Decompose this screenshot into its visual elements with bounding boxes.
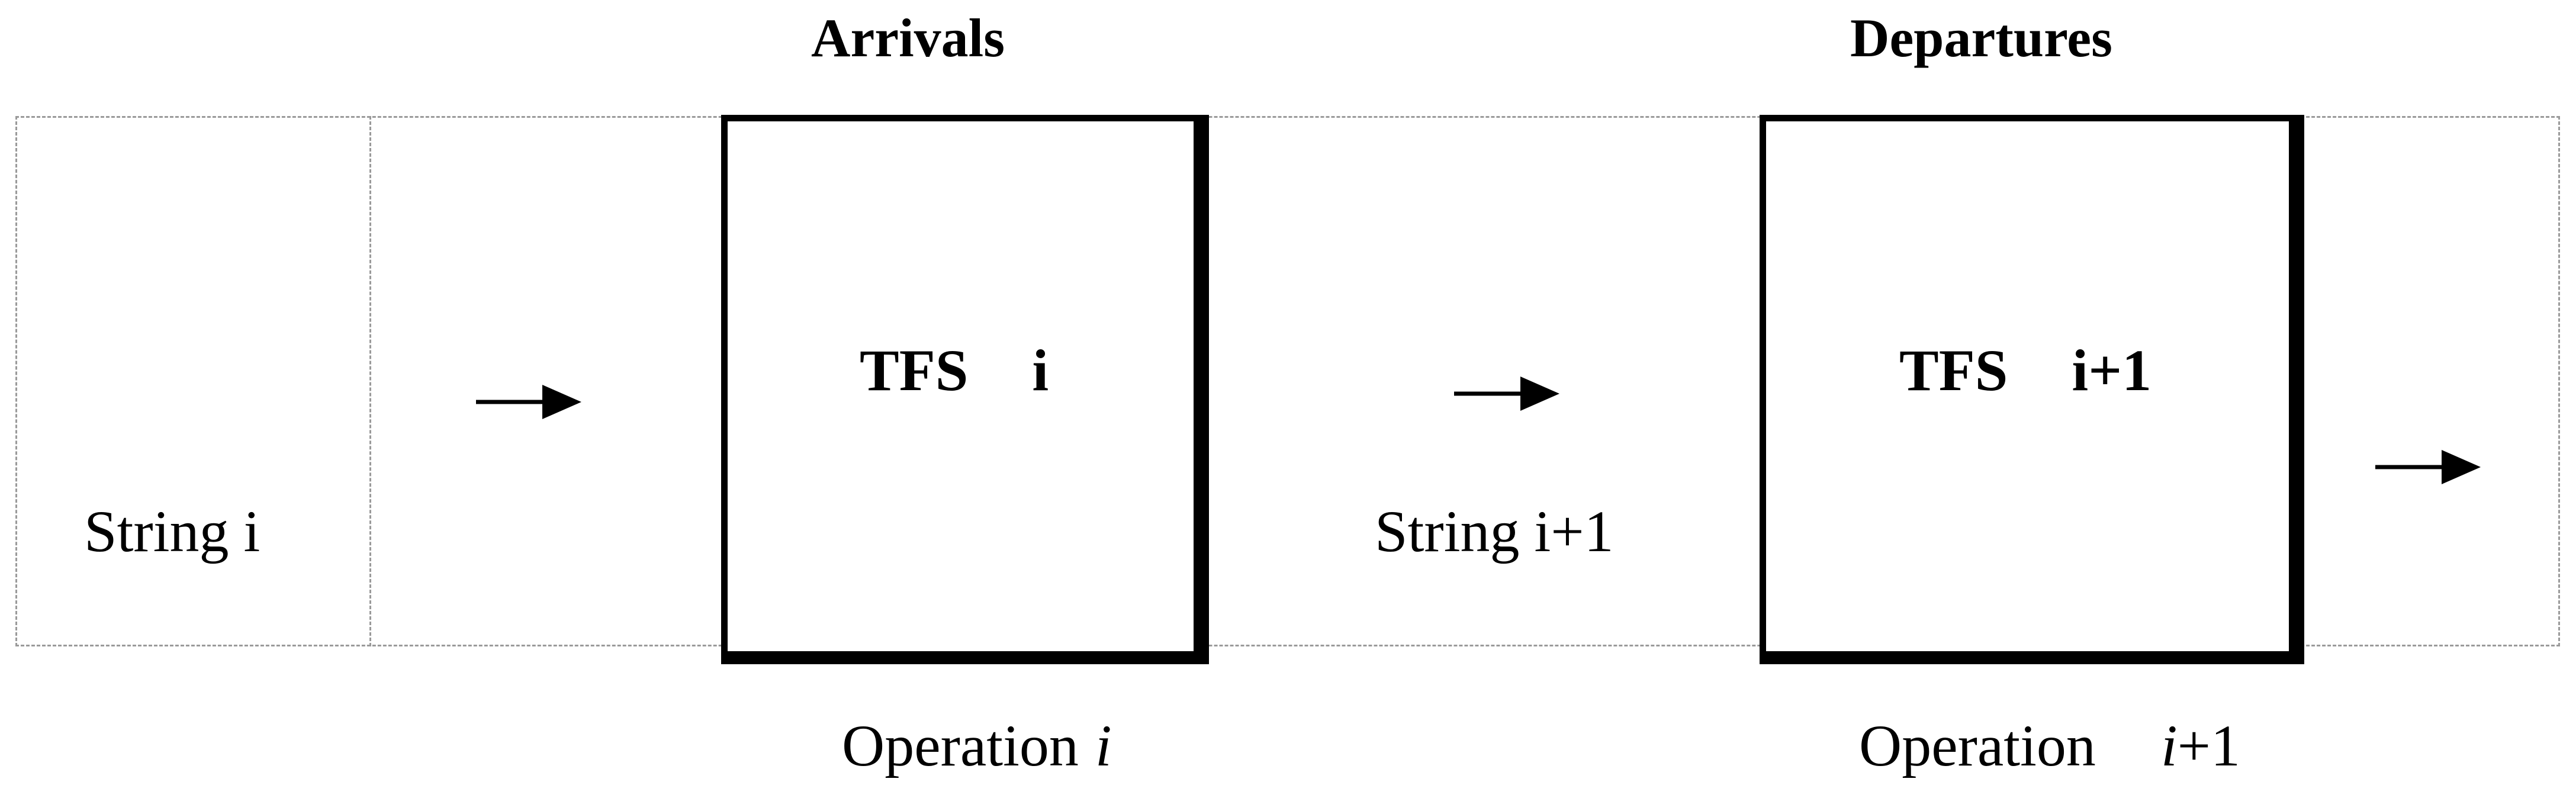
string-zone-divider [369,116,371,646]
operation-suffix-2: +1 [2177,713,2241,778]
operation-name-2: Operation [1859,713,2096,778]
tfs-index-2: i+1 [2072,337,2152,403]
tfs-box-2 [1760,115,2304,664]
tfs-box-1 [721,115,1209,664]
string-label-1: String i [84,498,261,564]
operation-index-2: i [2160,713,2178,778]
string-label-2: String i+1 [1375,498,1614,564]
flow-arrow-1 [476,381,583,423]
process-frame [15,116,2560,646]
operation-index-1: i [1095,713,1112,778]
departures-header: Departures [1850,8,2112,68]
tfs-name-2: TFS [1899,337,2008,403]
operation-name-1: Operation [842,713,1079,778]
arrivals-header: Arrivals [811,8,1005,68]
flow-arrow-3 [2375,446,2482,488]
flow-arrow-2 [1454,373,1561,414]
tfs-index-1: i [1032,337,1049,403]
operation-label-2: Operation i+1 [1859,716,2240,776]
tfs-name-1: TFS [860,337,969,403]
